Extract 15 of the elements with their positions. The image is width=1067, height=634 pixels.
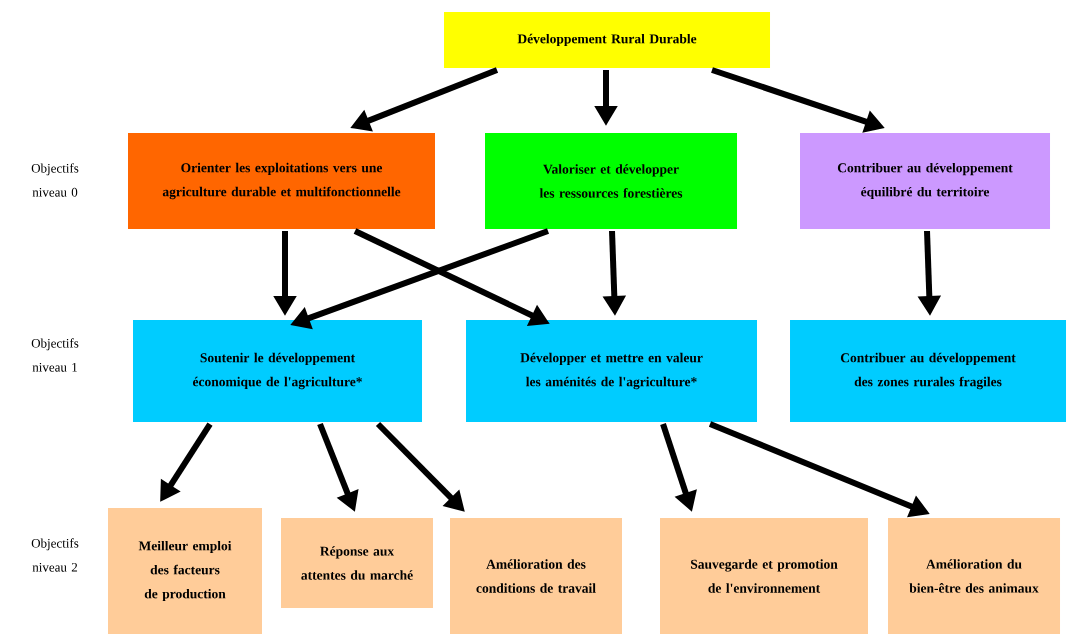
objective-box: Contribuer au développement équilibré du territoire	[800, 133, 1050, 229]
objective-box: Soutenir le développement économique de l'agriculture*	[133, 320, 422, 422]
objective-box: Sauvegarde et promotion de l'environnement	[660, 518, 868, 634]
level-label: Objectifs niveau 0	[31, 163, 79, 197]
objective-box: Amélioration des conditions de travail	[450, 518, 622, 634]
objective-box: Meilleur emploi des facteurs de production	[108, 508, 262, 634]
level-label: Objectifs niveau 2	[31, 538, 79, 572]
level-label: Objectifs niveau 1	[31, 338, 79, 372]
objective-box: Amélioration du bien-être des animaux	[888, 518, 1060, 634]
objective-box: Orienter les exploitations vers une agriculture durable et multifonctionnelle	[128, 133, 435, 229]
objective-box: Contribuer au développement des zones rurales fragiles	[790, 320, 1066, 422]
objective-box: Développer et mettre en valeur les aménités de l'agriculture*	[466, 320, 757, 422]
objective-box: Développement Rural Durable	[444, 12, 770, 68]
objective-box: Valoriser et développer les ressources forestières	[485, 133, 737, 229]
objective-box: Réponse aux attentes du marché	[281, 518, 433, 608]
